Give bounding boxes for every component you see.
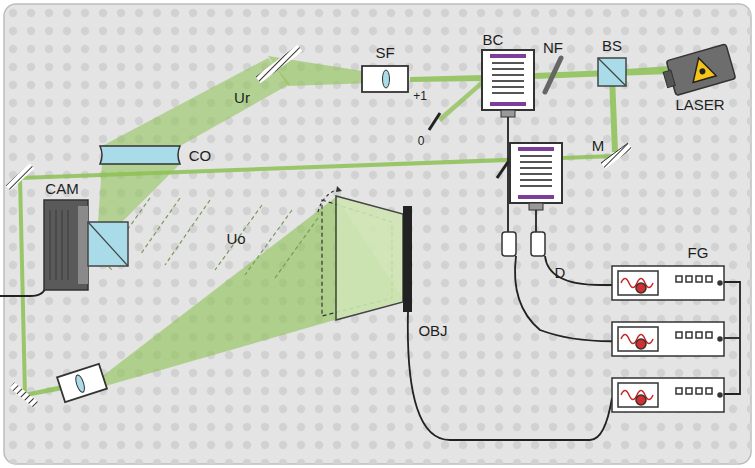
beam-name: Ur (234, 90, 250, 105)
component-name: CAM (45, 181, 78, 196)
component-name: FG (688, 245, 709, 260)
component-name: BS (602, 38, 622, 53)
order-label: 0 (418, 135, 425, 147)
component-name: D (555, 265, 566, 280)
component-name: NF (543, 40, 563, 55)
component-name: SF (375, 45, 394, 60)
component-name: OBJ (418, 323, 447, 338)
component-name: BC (483, 32, 504, 47)
component-name: CO (189, 148, 212, 163)
component-name: M (592, 138, 605, 153)
component-name: LASER (675, 97, 724, 112)
order-label: +1 (413, 90, 427, 102)
beam-name: Uo (226, 231, 245, 246)
